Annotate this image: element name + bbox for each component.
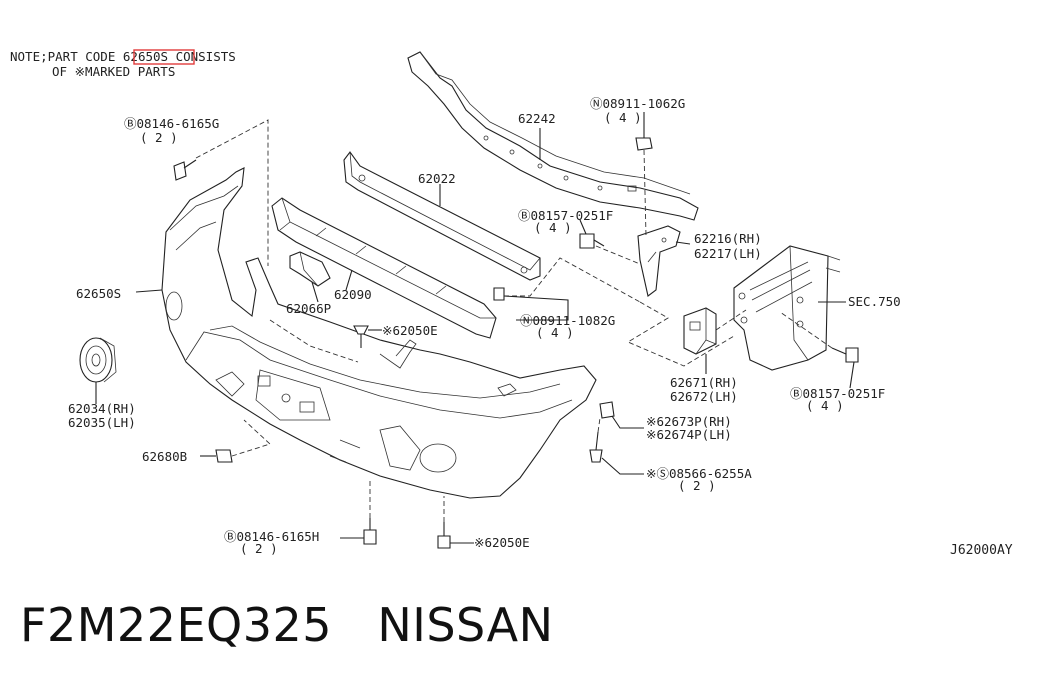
footer-caption: F2M22EQ325 NISSAN [20, 598, 554, 652]
part-62216-stay [637, 225, 681, 297]
label-screw: ※Ⓢ08566-6255A [646, 466, 752, 481]
part-62034-fog-lamp [79, 337, 117, 383]
label-62650s: 62650S [76, 286, 121, 301]
part-62671-bracket [683, 307, 717, 355]
dashed-lines [195, 119, 833, 522]
label-nut-top-qty: ( 4 ) [604, 110, 642, 125]
part-labels: Ⓑ08146-6165G ( 2 ) Ⓝ08911-1062G ( 4 ) 62… [68, 96, 901, 556]
part-62650s-bumper-fascia [161, 167, 597, 499]
diagram-code: J62000AY [950, 543, 1013, 558]
note-highlight-box [133, 49, 195, 65]
label-62671: 62671(RH) [670, 375, 738, 390]
label-62050e-top: ※62050E [382, 323, 438, 338]
label-62680b: 62680B [142, 449, 187, 464]
label-62066p: 62066P [286, 301, 331, 316]
label-62035: 62035(LH) [68, 415, 136, 430]
label-sec750: SEC.750 [848, 294, 901, 309]
label-bolt-top-left-qty: ( 2 ) [140, 130, 178, 145]
label-62090: 62090 [334, 287, 372, 302]
note-line1: NOTE;PART CODE 62650S CONSISTS [10, 49, 236, 64]
label-bolt-mid-qty: ( 4 ) [534, 220, 572, 235]
label-bolt-bottom-qty: ( 2 ) [240, 541, 278, 556]
fasteners [173, 137, 859, 549]
label-62034: 62034(RH) [68, 401, 136, 416]
label-62674p: ※62674P(LH) [646, 427, 732, 442]
label-nut-mid: Ⓝ08911-1082G [520, 313, 615, 328]
label-62217: 62217(LH) [694, 246, 762, 261]
label-bolt-mid: Ⓑ08157-0251F [518, 208, 613, 223]
label-62216: 62216(RH) [694, 231, 762, 246]
label-screw-qty: ( 2 ) [678, 478, 716, 493]
part-sec750-body [733, 245, 841, 371]
label-62672: 62672(LH) [670, 389, 738, 404]
leader-lines [95, 112, 855, 544]
note-line2: OF ※MARKED PARTS [52, 64, 175, 79]
label-62022: 62022 [418, 171, 456, 186]
label-62050e-bottom: ※62050E [474, 535, 530, 550]
label-62673p: ※62673P(RH) [646, 414, 732, 429]
label-bolt-right: Ⓑ08157-0251F [790, 386, 885, 401]
part-62022-beam [343, 151, 541, 281]
part-62066p-bracket [289, 251, 331, 287]
label-nut-top: Ⓝ08911-1062G [590, 96, 685, 111]
part-62090-absorber [271, 197, 497, 339]
label-bolt-right-qty: ( 4 ) [806, 398, 844, 413]
label-62242: 62242 [518, 111, 556, 126]
part-62242-upper-reinforcement [407, 51, 699, 221]
label-bolt-top-left: Ⓑ08146-6165G [124, 116, 219, 131]
label-bolt-bottom: Ⓑ08146-6165H [224, 529, 319, 544]
label-nut-mid-qty: ( 4 ) [536, 325, 574, 340]
